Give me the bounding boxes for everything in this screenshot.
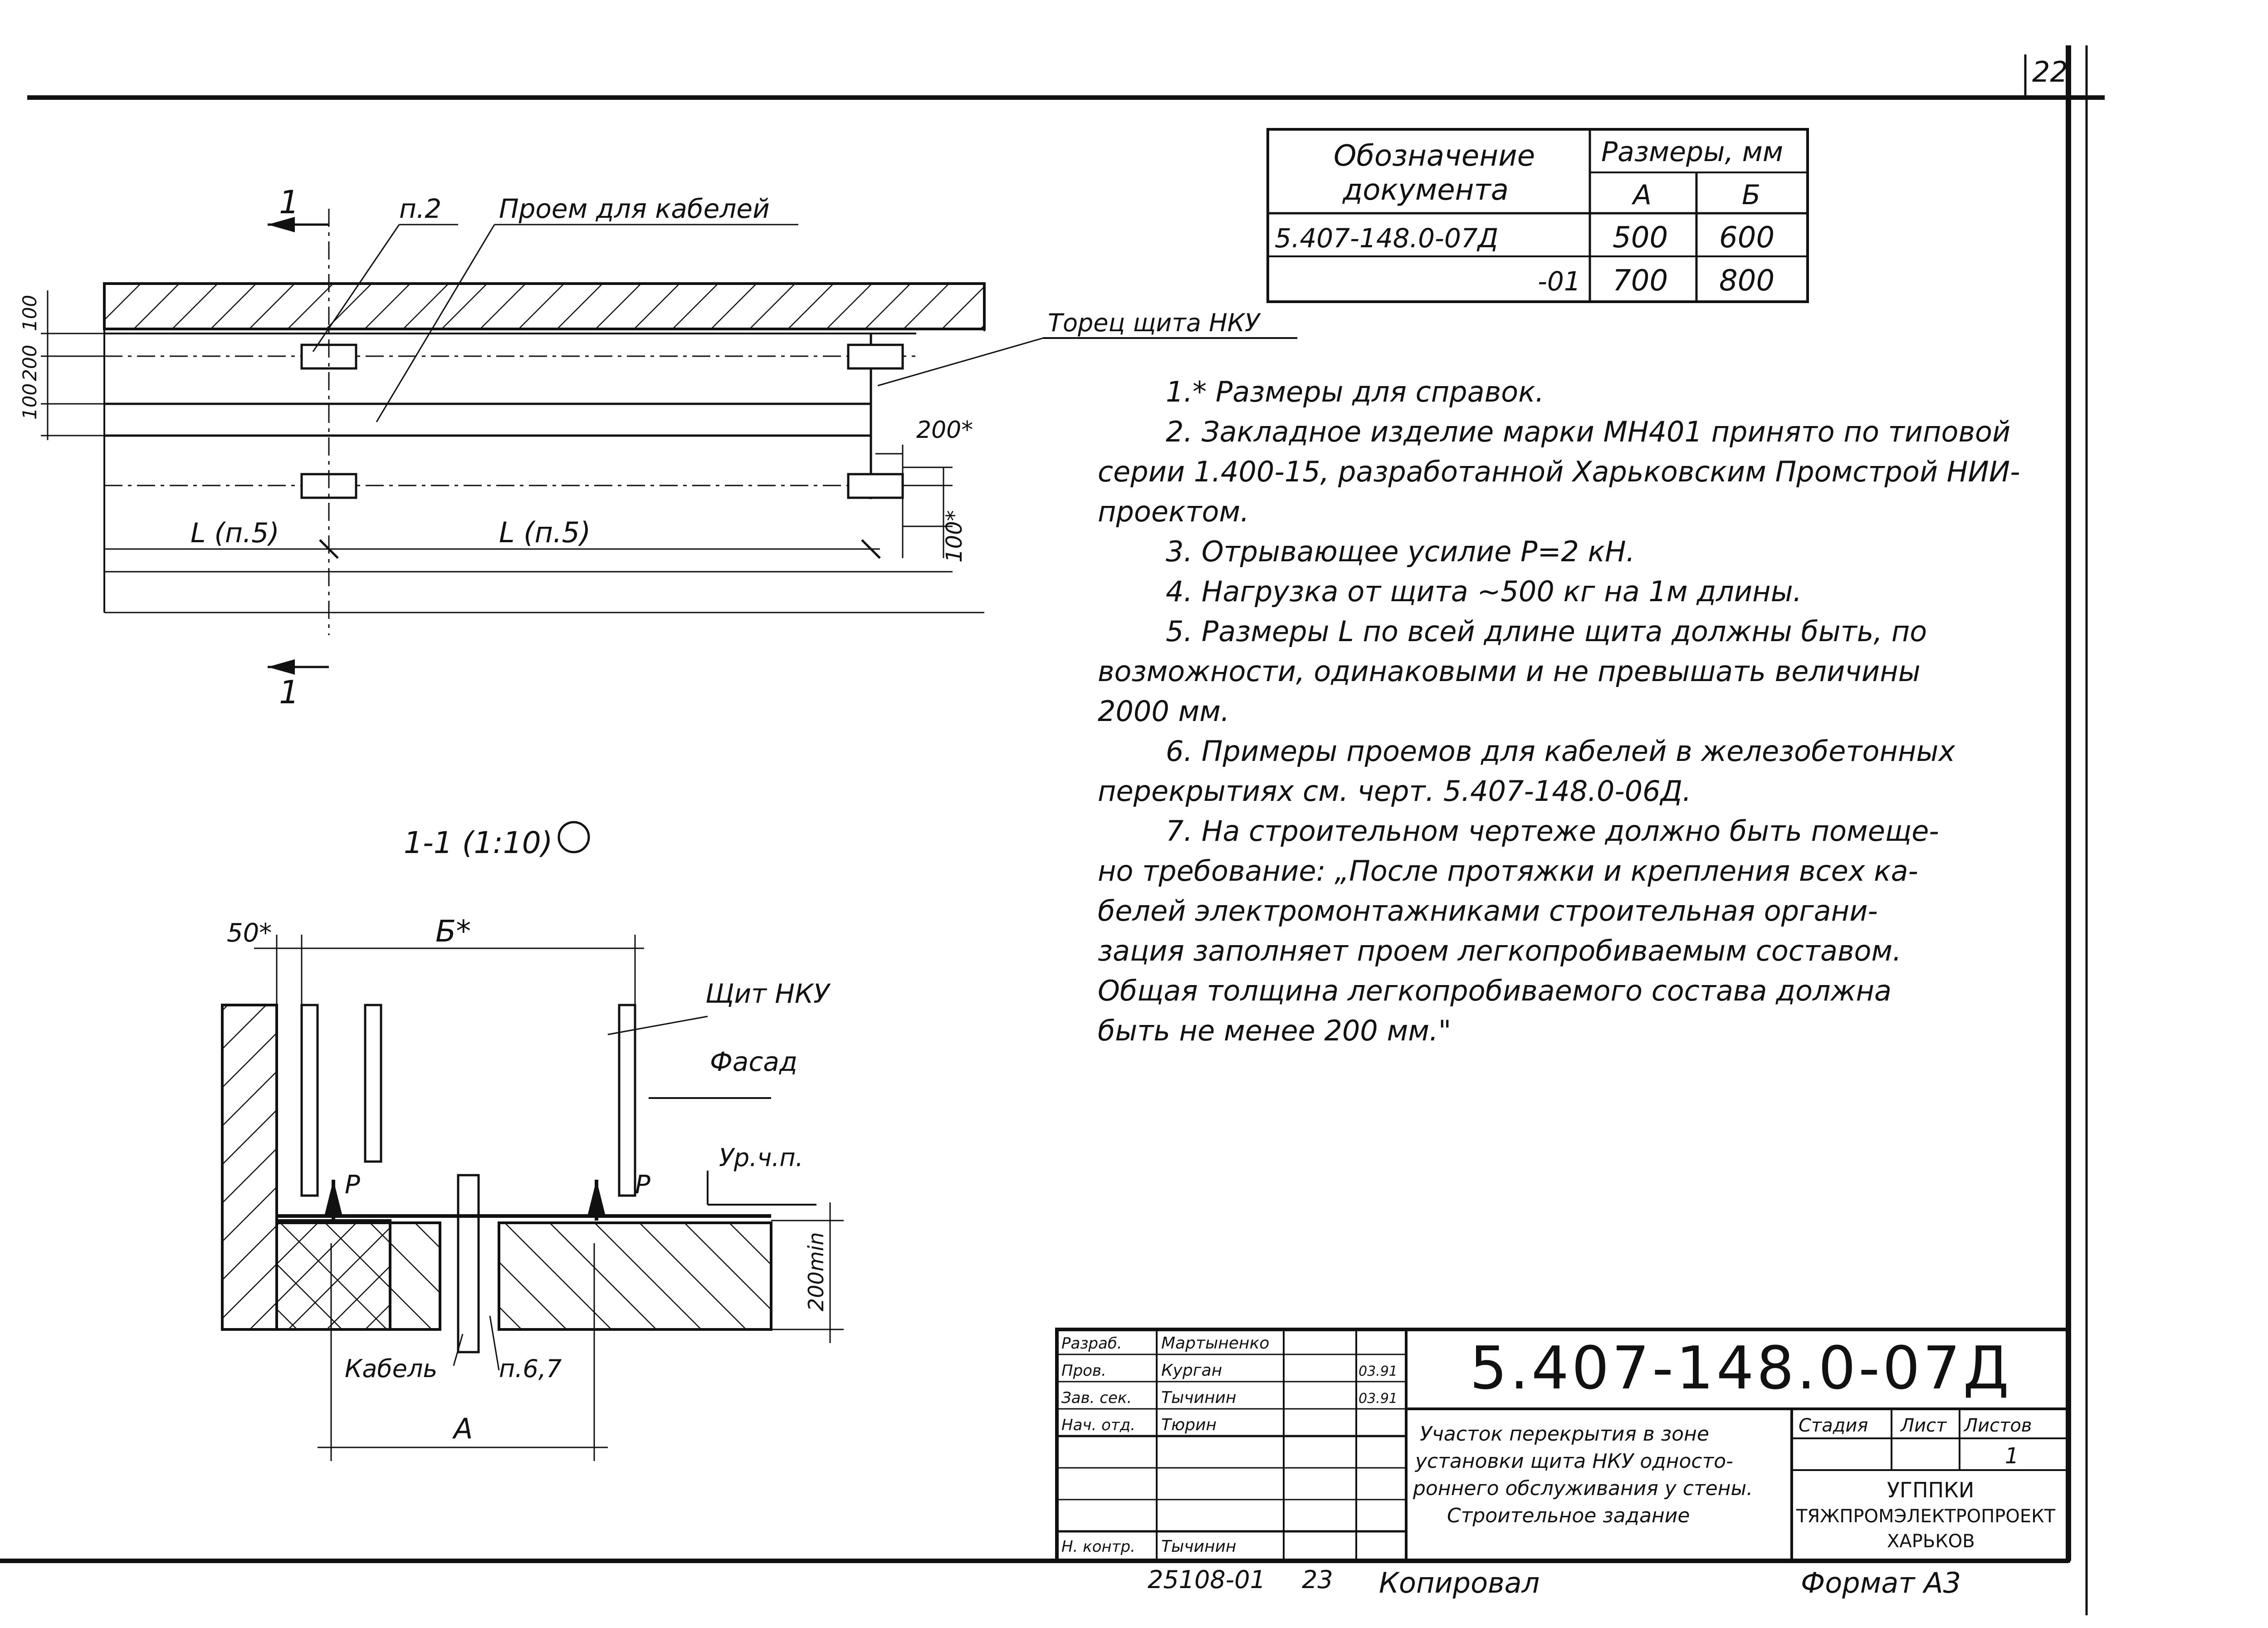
table-row1-doc: 5.407-148.0-07Д — [1275, 223, 1498, 254]
label-items-6-7: п.6,7 — [499, 1354, 562, 1383]
dim-A: А — [452, 1412, 473, 1445]
svg-text:Тюрин: Тюрин — [1161, 1416, 1217, 1434]
note-line: но требование: „После протяжки и креплен… — [1098, 854, 1918, 888]
sheets-label: Листов — [1963, 1415, 2032, 1436]
note-line: 2000 мм. — [1098, 695, 1230, 728]
footer-page: 23 — [1302, 1565, 1333, 1594]
note-line: 6. Примеры проемов для кабелей в железоб… — [1166, 735, 1955, 768]
section-view — [221, 821, 844, 1461]
sheet-label: Лист — [1900, 1415, 1947, 1436]
note-line: зация заполняет проем легкопробиваемым с… — [1098, 934, 1901, 967]
svg-text:Строительное задание: Строительное задание — [1447, 1504, 1690, 1527]
section-title: 1-1 (1:10) — [404, 825, 553, 860]
table-col-B: Б — [1742, 179, 1760, 211]
label-floor-level: Ур.ч.п. — [719, 1143, 803, 1172]
svg-text:Пров.: Пров. — [1061, 1362, 1106, 1380]
label-item2: п.2 — [399, 193, 441, 224]
wall-section-hatch — [103, 282, 986, 330]
label-panel: Щит НКУ — [705, 978, 831, 1009]
title-block — [1055, 1328, 2070, 1563]
title-block-title: Участок перекрытия в зоне установки щита… — [1413, 1422, 1753, 1527]
note-line: Общая толщина легкопробиваемого состава … — [1098, 974, 1892, 1007]
org-line-3: ХАРЬКОВ — [1887, 1531, 1975, 1552]
svg-text:Участок перекрытия в зоне: Участок перекрытия в зоне — [1420, 1422, 1709, 1446]
dim-B-star: Б* — [435, 914, 471, 949]
section-mark-bottom: 1 — [279, 674, 299, 711]
top-view — [41, 209, 1297, 675]
table-header-doc-2: документа — [1342, 173, 1509, 207]
note-line: 3. Отрывающее усилие Р=2 кН. — [1166, 535, 1635, 568]
note-line: 5. Размеры L по всей длине щита должны б… — [1166, 615, 1927, 648]
footer-copied: Копировал — [1379, 1566, 1540, 1599]
table-header-sizes: Размеры, мм — [1601, 136, 1783, 168]
label-L-right: L (п.5) — [499, 516, 591, 549]
title-block-dates: 03.91 03.91 — [1359, 1363, 1398, 1407]
svg-text:Нач. отд.: Нач. отд. — [1061, 1416, 1135, 1434]
embedded-part — [847, 473, 904, 499]
note-line: 1.* Размеры для справок. — [1166, 375, 1545, 408]
title-block-roles: Разраб. Пров. Зав. сек. Нач. отд. Н. кон… — [1061, 1334, 1135, 1556]
dim-200-star: 200* — [916, 417, 973, 444]
label-facade: Фасад — [710, 1046, 797, 1077]
table-row1-B: 600 — [1719, 221, 1774, 255]
embedded-part — [847, 343, 904, 370]
table-col-A: А — [1631, 179, 1652, 211]
label-cable-opening: Проем для кабелей — [499, 193, 770, 224]
note-line: белей электромонтажниками строительная о… — [1098, 894, 1878, 927]
footer-format: Формат А3 — [1801, 1566, 1961, 1599]
page-number: 22 — [2032, 55, 2068, 88]
svg-text:100: 100 — [19, 295, 41, 331]
svg-text:Зав. сек.: Зав. сек. — [1061, 1389, 1132, 1407]
note-line: проектом. — [1098, 495, 1249, 528]
sheets-value: 1 — [2005, 1443, 2019, 1469]
section-mark-top: 1 — [279, 184, 299, 221]
note-line: 2. Закладное изделие марки МН401 принято… — [1166, 415, 2011, 448]
svg-text:Тычинин: Тычинин — [1161, 1537, 1237, 1556]
dim-100-star: 100* — [942, 510, 967, 563]
dim-200min: 200min — [804, 1232, 828, 1311]
note-line: серии 1.400-15, разработанной Харьковски… — [1098, 455, 2020, 488]
note-line: перекрытиях см. черт. 5.407-148.0-06Д. — [1098, 775, 1691, 808]
size-table — [1266, 128, 1809, 303]
svg-text:100: 100 — [19, 383, 41, 420]
notes-block: 1.* Размеры для справок. 2. Закладное из… — [1098, 372, 2020, 1051]
svg-text:Курган: Курган — [1161, 1361, 1222, 1380]
svg-text:03.91: 03.91 — [1359, 1391, 1398, 1407]
label-cable: Кабель — [345, 1354, 437, 1383]
note-line: быть не менее 200 мм." — [1098, 1014, 1452, 1047]
table-row1-A: 500 — [1613, 221, 1668, 255]
table-row2-A: 700 — [1613, 264, 1668, 298]
document-designation: 5.407-148.0-07Д — [1470, 1334, 2012, 1402]
label-L-left: L (п.5) — [191, 517, 279, 549]
svg-text:установки щита НКУ односто-: установки щита НКУ односто- — [1414, 1450, 1733, 1473]
note-line: 7. На строительном чертеже должно быть п… — [1166, 814, 1939, 848]
svg-text:Н. контр.: Н. контр. — [1061, 1538, 1135, 1556]
stage-label: Стадия — [1799, 1415, 1868, 1436]
table-row2-B: 800 — [1719, 264, 1774, 298]
title-block-names: Мартыненко Курган Тычинин Тюрин Тычинин — [1161, 1334, 1269, 1556]
footer-inventory: 25108-01 — [1148, 1565, 1266, 1594]
svg-text:роннего обслуживания у стены.: роннего обслуживания у стены. — [1413, 1477, 1753, 1500]
svg-text:200: 200 — [19, 345, 41, 381]
svg-text:Мартыненко: Мартыненко — [1161, 1334, 1269, 1353]
org-line-2: ТЯЖПРОМЭЛЕКТРОПРОЕКТ — [1796, 1506, 2056, 1527]
note-line: возможности, одинаковыми и не превышать … — [1098, 655, 1921, 688]
dim-50-star: 50* — [227, 918, 272, 948]
svg-text:Тычинин: Тычинин — [1161, 1388, 1237, 1407]
svg-text:03.91: 03.91 — [1359, 1363, 1398, 1379]
dims-left: 100 200 100 — [19, 295, 41, 420]
label-P-left: Р — [345, 1170, 360, 1200]
table-row2-doc: -01 — [1538, 266, 1581, 297]
svg-text:Разраб.: Разраб. — [1061, 1334, 1122, 1353]
label-P-right: Р — [635, 1170, 650, 1200]
note-line: 4. Нагрузка от щита ~500 кг на 1м длины. — [1166, 575, 1802, 608]
table-header-doc: Обозначение — [1334, 139, 1535, 173]
label-panel-end: Торец щита НКУ — [1048, 309, 1261, 337]
org-line-1: УГППКИ — [1887, 1478, 1974, 1502]
